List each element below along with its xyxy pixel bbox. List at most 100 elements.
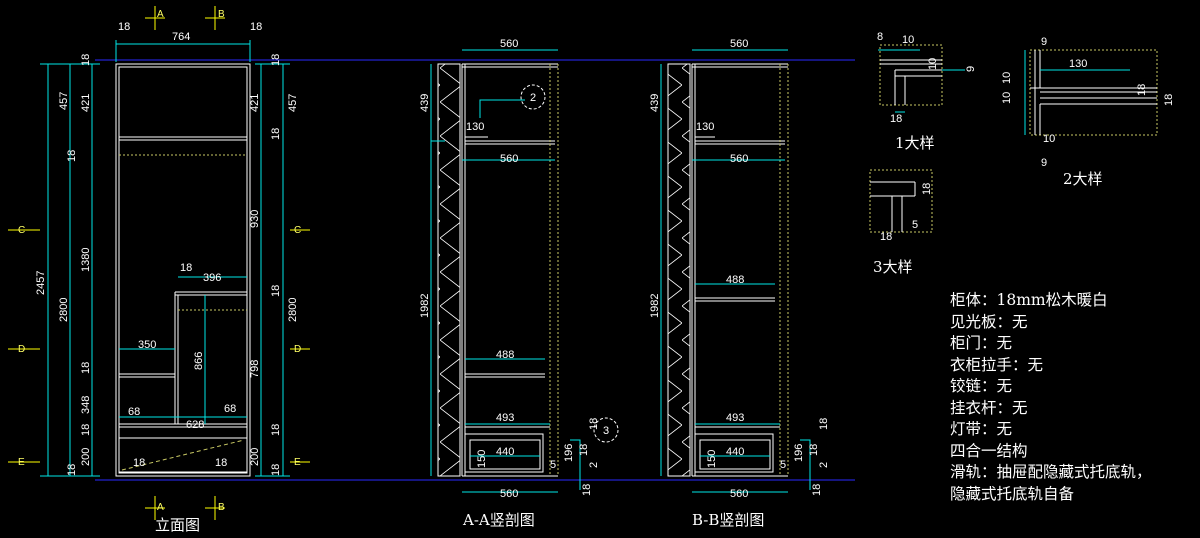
elev-h-18b: 18	[66, 150, 78, 162]
spec-line-rail: 挂衣杆：无	[950, 398, 1028, 417]
elev-r-18b: 18	[270, 128, 282, 140]
elev-h-1380: 1380	[80, 248, 92, 272]
sec-b-w488: 488	[726, 274, 744, 286]
det2-d9b: 9	[1041, 36, 1047, 48]
sec-b-d18b: 18	[808, 444, 820, 456]
caption-detail-2: 2大样	[1063, 170, 1103, 188]
elev-r-421: 421	[249, 94, 261, 112]
sec-b-w493: 493	[726, 412, 744, 424]
det3-d18d: 18	[921, 183, 933, 195]
callout-2-circle	[520, 84, 546, 110]
sec-a-d2: 2	[588, 462, 600, 468]
sec-a-w488: 488	[496, 349, 514, 361]
sec-b-w440: 440	[726, 446, 744, 458]
elev-d-68b: 68	[224, 403, 236, 415]
detail-2-view	[1029, 49, 1158, 136]
elev-h-18c: 18	[80, 362, 92, 374]
elevation-dim-lines	[40, 40, 290, 477]
sec-b-h1982: 1982	[649, 294, 661, 318]
elev-r-200: 200	[249, 448, 261, 466]
det1-d9a: 9	[965, 66, 977, 72]
sec-b-w560-bottom: 560	[730, 488, 748, 500]
detail-2-dims	[1024, 50, 1130, 135]
sec-a-h1982: 1982	[419, 294, 431, 318]
elev-r-18a: 18	[270, 54, 282, 66]
marker-e-right: E	[294, 457, 301, 468]
sec-b-h439: 439	[649, 94, 661, 112]
spec-line-slide-note: 隐藏式托底轨自备	[950, 484, 1075, 503]
sec-b-d196: 196	[793, 444, 805, 462]
marker-a-bottom: A	[157, 502, 164, 513]
detail-1-dims	[878, 49, 965, 113]
det2-d10c: 10	[1001, 72, 1013, 84]
elev-r-18c: 18	[270, 285, 282, 297]
callout-2-label: 2	[530, 92, 536, 104]
section-b-view	[667, 63, 789, 477]
elev-h-18a: 18	[80, 54, 92, 66]
sec-a-w560-top: 560	[500, 38, 518, 50]
det2-d9c: 9	[1041, 157, 1047, 169]
callout-3-label: 3	[603, 425, 609, 437]
elev-d-350: 350	[138, 339, 156, 351]
spec-line-visible-panel: 见光板：无	[950, 312, 1028, 331]
caption-section-b: B-B竖剖图	[692, 511, 764, 529]
elev-total-2457: 2457	[35, 271, 47, 295]
elev-h-2800: 2800	[58, 298, 70, 322]
marker-a-top: A	[157, 9, 164, 20]
det1-d10a: 10	[902, 34, 914, 46]
sec-a-d18b: 18	[578, 444, 590, 456]
sec-a-w560-mid: 560	[500, 153, 518, 165]
spec-line-cabinet: 柜体：18mm松木暖白	[950, 291, 1108, 309]
sec-a-d18c: 18	[581, 484, 593, 496]
det2-d10d: 10	[1001, 92, 1013, 104]
caption-detail-1: 1大样	[895, 134, 935, 152]
elev-d-18-top: 18	[180, 262, 192, 274]
elev-h-18e: 18	[66, 464, 78, 476]
detail-3-view	[869, 169, 933, 233]
elev-d-396: 396	[203, 272, 221, 284]
elev-d-628: 628	[186, 419, 204, 431]
detail-1-view	[879, 44, 943, 106]
elev-h-457: 457	[58, 92, 70, 110]
elev-d-18-br: 18	[215, 457, 227, 469]
marker-d-right: D	[294, 344, 301, 355]
elev-r-2800: 2800	[287, 298, 299, 322]
section-a-dims	[430, 49, 581, 493]
elev-width-764: 764	[172, 31, 190, 43]
caption-section-a: A-A竖剖图	[462, 511, 535, 529]
elev-left-top-18: 18	[118, 21, 130, 33]
sec-a-d18a: 18	[588, 418, 600, 430]
det2-d18b: 18	[1136, 84, 1148, 96]
spec-line-structure: 四合一结构	[950, 441, 1028, 460]
elev-d-18-bl: 18	[133, 457, 145, 469]
sec-b-w560-mid: 560	[730, 153, 748, 165]
marker-b-top: B	[218, 9, 225, 20]
elev-r-798: 798	[249, 360, 261, 378]
section-b-dims	[660, 49, 811, 493]
spec-line-slide: 滑轨：抽屉配隐藏式托底轨，	[950, 463, 1152, 481]
det1-d18a: 18	[890, 113, 902, 125]
sec-b-d5: 5	[780, 459, 786, 471]
sec-b-h150: 150	[706, 450, 718, 468]
spec-line-light: 灯带：无	[950, 420, 1013, 438]
elev-d-866: 866	[193, 352, 205, 370]
sec-a-w493: 493	[496, 412, 514, 424]
elev-r-18d: 18	[270, 424, 282, 436]
marker-d-left: D	[18, 344, 25, 355]
caption-detail-3: 3大样	[873, 258, 913, 276]
sec-a-d5: 5	[550, 459, 556, 471]
sec-a-h439: 439	[419, 94, 431, 112]
sec-b-d18a: 18	[818, 418, 830, 430]
det1-d8: 8	[877, 31, 883, 43]
marker-b-bottom: B	[218, 502, 225, 513]
elev-r-457: 457	[287, 94, 299, 112]
sec-a-w560-bottom: 560	[500, 488, 518, 500]
elev-h-18d: 18	[80, 424, 92, 436]
elev-r-18e: 18	[270, 464, 282, 476]
spec-line-handle: 衣柜拉手：无	[950, 355, 1044, 374]
marker-e-left: E	[18, 457, 25, 468]
marker-c-left: C	[18, 225, 25, 236]
spec-line-hinge: 铰链：无	[950, 377, 1013, 395]
elevation-view	[115, 63, 251, 477]
